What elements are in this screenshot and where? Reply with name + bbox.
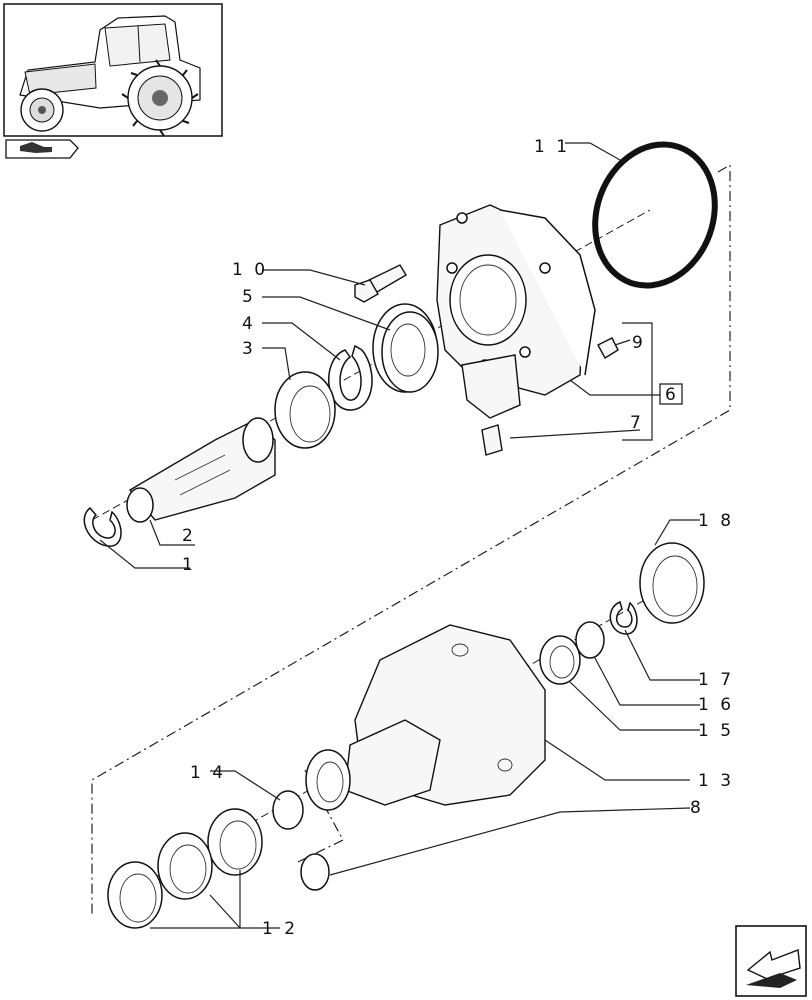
callout-10: 1 0 bbox=[232, 260, 268, 280]
drain-plug-part bbox=[481, 424, 503, 456]
callout-2: 2 bbox=[182, 526, 196, 546]
callout-7: 7 bbox=[630, 413, 644, 433]
needle-bearing-part bbox=[539, 635, 581, 685]
shim-rings-part bbox=[107, 808, 263, 929]
callout-17: 1 7 bbox=[698, 670, 734, 690]
callout-15: 1 5 bbox=[698, 721, 734, 741]
seal-part bbox=[274, 371, 336, 449]
tool-group-icon[interactable] bbox=[5, 139, 79, 159]
callout-13: 1 3 bbox=[698, 771, 734, 791]
leader-lines bbox=[99, 142, 700, 929]
callout-11: 1 1 bbox=[534, 137, 570, 157]
tractor-thumbnail-icon[interactable] bbox=[3, 3, 223, 137]
callout-12: 1 2 bbox=[262, 919, 298, 939]
plug-part bbox=[597, 337, 619, 359]
callout-1: 1 bbox=[182, 555, 196, 575]
callout-14: 1 4 bbox=[190, 763, 226, 783]
oil-seal-part bbox=[639, 542, 705, 624]
pto-housing-part bbox=[305, 624, 546, 811]
callout-18: 1 8 bbox=[698, 511, 734, 531]
callout-3: 3 bbox=[242, 339, 256, 359]
flange-housing-part bbox=[436, 204, 596, 419]
assembly-boundary-line bbox=[91, 163, 731, 915]
callout-16: 1 6 bbox=[698, 695, 734, 715]
callout-6-box: 6 bbox=[659, 383, 683, 405]
bolt-part bbox=[354, 264, 407, 303]
thrust-washer-part bbox=[272, 790, 304, 830]
circlip-part bbox=[83, 506, 122, 547]
callout-4: 4 bbox=[242, 314, 256, 334]
callout-5: 5 bbox=[242, 287, 256, 307]
bushing-part bbox=[300, 853, 330, 891]
callout-9: 9 bbox=[632, 333, 646, 353]
callout-6: 6 bbox=[665, 385, 679, 405]
o-ring-part bbox=[592, 141, 718, 289]
ball-bearing-part bbox=[372, 303, 439, 393]
next-page-arrow-icon[interactable] bbox=[735, 925, 807, 997]
splined-shaft-part bbox=[126, 417, 276, 523]
callout-8: 8 bbox=[690, 798, 704, 818]
washer-part bbox=[575, 621, 605, 659]
snap-ring-part-2 bbox=[609, 600, 638, 635]
